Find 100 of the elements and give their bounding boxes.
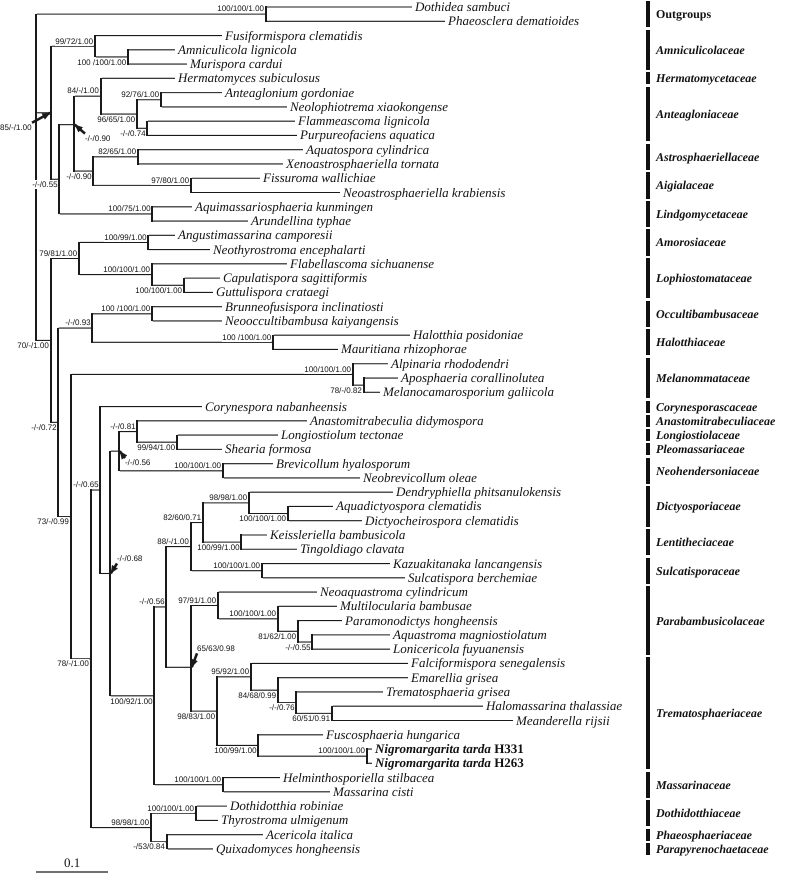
- support-value: 97/91/1.00: [178, 596, 216, 605]
- support-value: 100/100/1.00: [229, 609, 276, 618]
- branch-line: [102, 113, 136, 115]
- family-name: Massarinaceae: [656, 778, 731, 792]
- branch-line: [72, 374, 352, 375]
- branch-line: [192, 710, 216, 712]
- branch-line: [152, 284, 184, 286]
- taxon-name: Aquastroma magniostiolatum: [390, 628, 547, 642]
- branch-line: [100, 406, 202, 408]
- branch-line: [224, 777, 280, 778]
- branch-line: [138, 163, 283, 165]
- branch-line: [152, 206, 192, 208]
- branch-line: [60, 213, 152, 214]
- branch-line: [92, 313, 152, 314]
- support-value: 100/75/1.00: [108, 204, 151, 214]
- branch-line: [224, 791, 330, 792]
- branch-line: [250, 513, 288, 514]
- taxon-name: Corynespora nabanheensis: [202, 400, 347, 414]
- branch-line: [258, 756, 366, 757]
- support-value: -/-/0.56: [125, 458, 150, 468]
- branch-line: [102, 78, 175, 79]
- support-value: 100 /100/1.00: [101, 304, 150, 314]
- family-name: Lophiostomataceae: [656, 271, 752, 286]
- branch-line: [262, 562, 390, 564]
- family-name: Longiostiolaceae: [656, 428, 740, 442]
- taxon-name: Fuscosphaeria hungarica: [323, 728, 460, 742]
- taxon-name: Melanocamarosporium galiicola: [380, 385, 554, 400]
- support-value: 81/62/1.00: [258, 632, 296, 641]
- family-name: Halotthiaceae: [656, 335, 726, 350]
- family-name: Pleomassariaceae: [656, 442, 745, 456]
- branch-line: [332, 706, 483, 707]
- branch-line: [192, 570, 262, 572]
- branch-line: [96, 56, 128, 58]
- scale-label: 0.1: [64, 856, 80, 870]
- branch-line: [274, 348, 338, 350]
- branch-line: [312, 648, 390, 650]
- branch-line: [60, 124, 74, 126]
- branch-line: [74, 170, 92, 172]
- branch-line: [148, 120, 295, 122]
- branch-line: [58, 328, 92, 329]
- taxon-name: Paramonodictys hongheensis: [342, 614, 498, 628]
- branch-line: [278, 606, 337, 607]
- branch-line: [184, 278, 220, 279]
- leader-arrow: [118, 450, 128, 460]
- taxon-name: Neoastrosphaeriella krabiensis: [340, 186, 506, 200]
- taxon-name: Hermatomyces subiculosus: [175, 71, 320, 86]
- taxon-name: Aquatospora cylindrica: [303, 142, 430, 157]
- support-value: 100/100/1.00: [147, 804, 194, 813]
- taxon-name: Flammeascoma lignicola: [295, 114, 430, 128]
- support-value: -/-/0.76: [269, 703, 295, 712]
- taxon-name: Neooccultibambusa kaiyangensis: [222, 314, 399, 328]
- taxon-name: Alpinaria rhododendri: [388, 356, 509, 371]
- branch-line: [288, 520, 362, 522]
- branch-line: [168, 848, 213, 850]
- branch-line: [148, 134, 297, 136]
- support-value: -/53/0.84: [133, 842, 165, 852]
- support-value: 97/80/1.00: [151, 176, 190, 185]
- family-name: Dictyosporiaceae: [656, 499, 741, 514]
- taxon-name: Dendryphiella phitsanulokensis: [393, 485, 562, 500]
- support-value: 100/100/1.00: [304, 364, 351, 374]
- branch-line: [224, 477, 360, 478]
- family-name: Dothidotthiaceae: [656, 806, 741, 820]
- branch-line: [138, 420, 307, 422]
- branch-line: [278, 630, 298, 632]
- branch-line: [218, 618, 278, 620]
- taxon-name: Guttulispora crataegi: [213, 285, 330, 300]
- leader-arrow: [31, 112, 51, 124]
- branch-line: [204, 502, 248, 504]
- branch-line: [192, 604, 218, 606]
- support-value: 85/-/1.00: [0, 122, 32, 132]
- taxon-name: Aposphaeria corallinolutea: [398, 371, 544, 386]
- branch-line: [52, 178, 58, 180]
- support-value: -/-/0.65: [73, 480, 99, 490]
- branch-line: [152, 306, 222, 308]
- branch-line: [218, 744, 258, 746]
- taxon-name: Anteaglonium gordoniae: [222, 86, 354, 100]
- support-value: 96/65/1.00: [97, 114, 136, 124]
- branch-line: [296, 712, 332, 714]
- taxon-name: Neobrevicollum oleae: [360, 470, 477, 485]
- family-name: Sulcatisporaceae: [656, 564, 740, 578]
- support-value: -/-/0.55: [32, 180, 58, 189]
- taxon-name: Emarellia grisea: [408, 670, 498, 685]
- branch-line: [278, 677, 408, 678]
- branch-line: [152, 841, 166, 842]
- taxon-name: Arundellina typhae: [248, 214, 352, 228]
- branch-line: [258, 734, 323, 736]
- taxon-name: Dothidotthia robiniae: [227, 799, 344, 814]
- support-value: -/-/0.68: [117, 554, 142, 564]
- support-value: 100/100/1.00: [103, 264, 150, 274]
- support-value: 88/-/1.00: [157, 536, 189, 546]
- taxon-name: Neothyrostroma encephalarti: [210, 242, 366, 257]
- branch-line: [80, 274, 152, 276]
- family-name: Lindgomycetaceae: [656, 206, 748, 221]
- branch-line: [184, 292, 213, 293]
- branch-line: [196, 820, 218, 821]
- family-name: Outgroups: [656, 7, 712, 22]
- branch-line: [274, 334, 410, 336]
- branch-line: [354, 384, 364, 386]
- branch-line: [154, 606, 166, 608]
- family-name: Astrosphaeriellaceae: [656, 150, 760, 164]
